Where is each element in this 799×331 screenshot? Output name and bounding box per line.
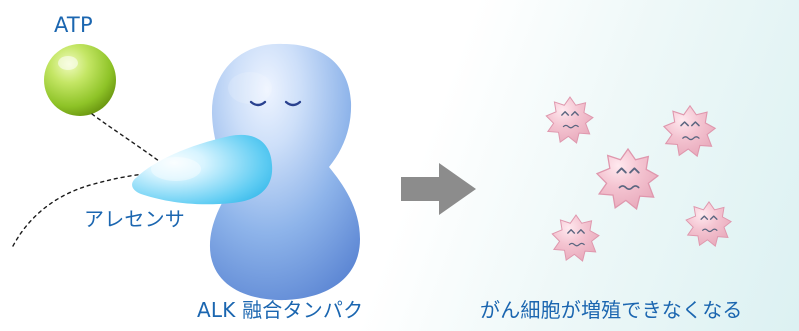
atp-label: ATP [54, 13, 93, 37]
cancer-cell-icon [596, 148, 659, 210]
alecensa-inhibitor-icon [132, 134, 273, 205]
cancer-cell-icon [685, 201, 732, 247]
alk-fusion-protein-icon [209, 43, 360, 301]
atp-molecule-icon [44, 44, 116, 116]
cancer-cell-icon [551, 214, 600, 262]
result-label: がん細胞が増殖できなくなる [480, 298, 743, 322]
right-arrow-icon [401, 163, 476, 215]
cancer-cell-icon [545, 96, 594, 144]
fusion-protein-label: ALK 融合タンパク [197, 298, 364, 322]
atp-blocked-path [91, 113, 167, 167]
drug-entry-path [12, 171, 166, 247]
cancer-cell-icon [663, 105, 716, 157]
inhibitor-label: アレセンサ [84, 207, 185, 231]
